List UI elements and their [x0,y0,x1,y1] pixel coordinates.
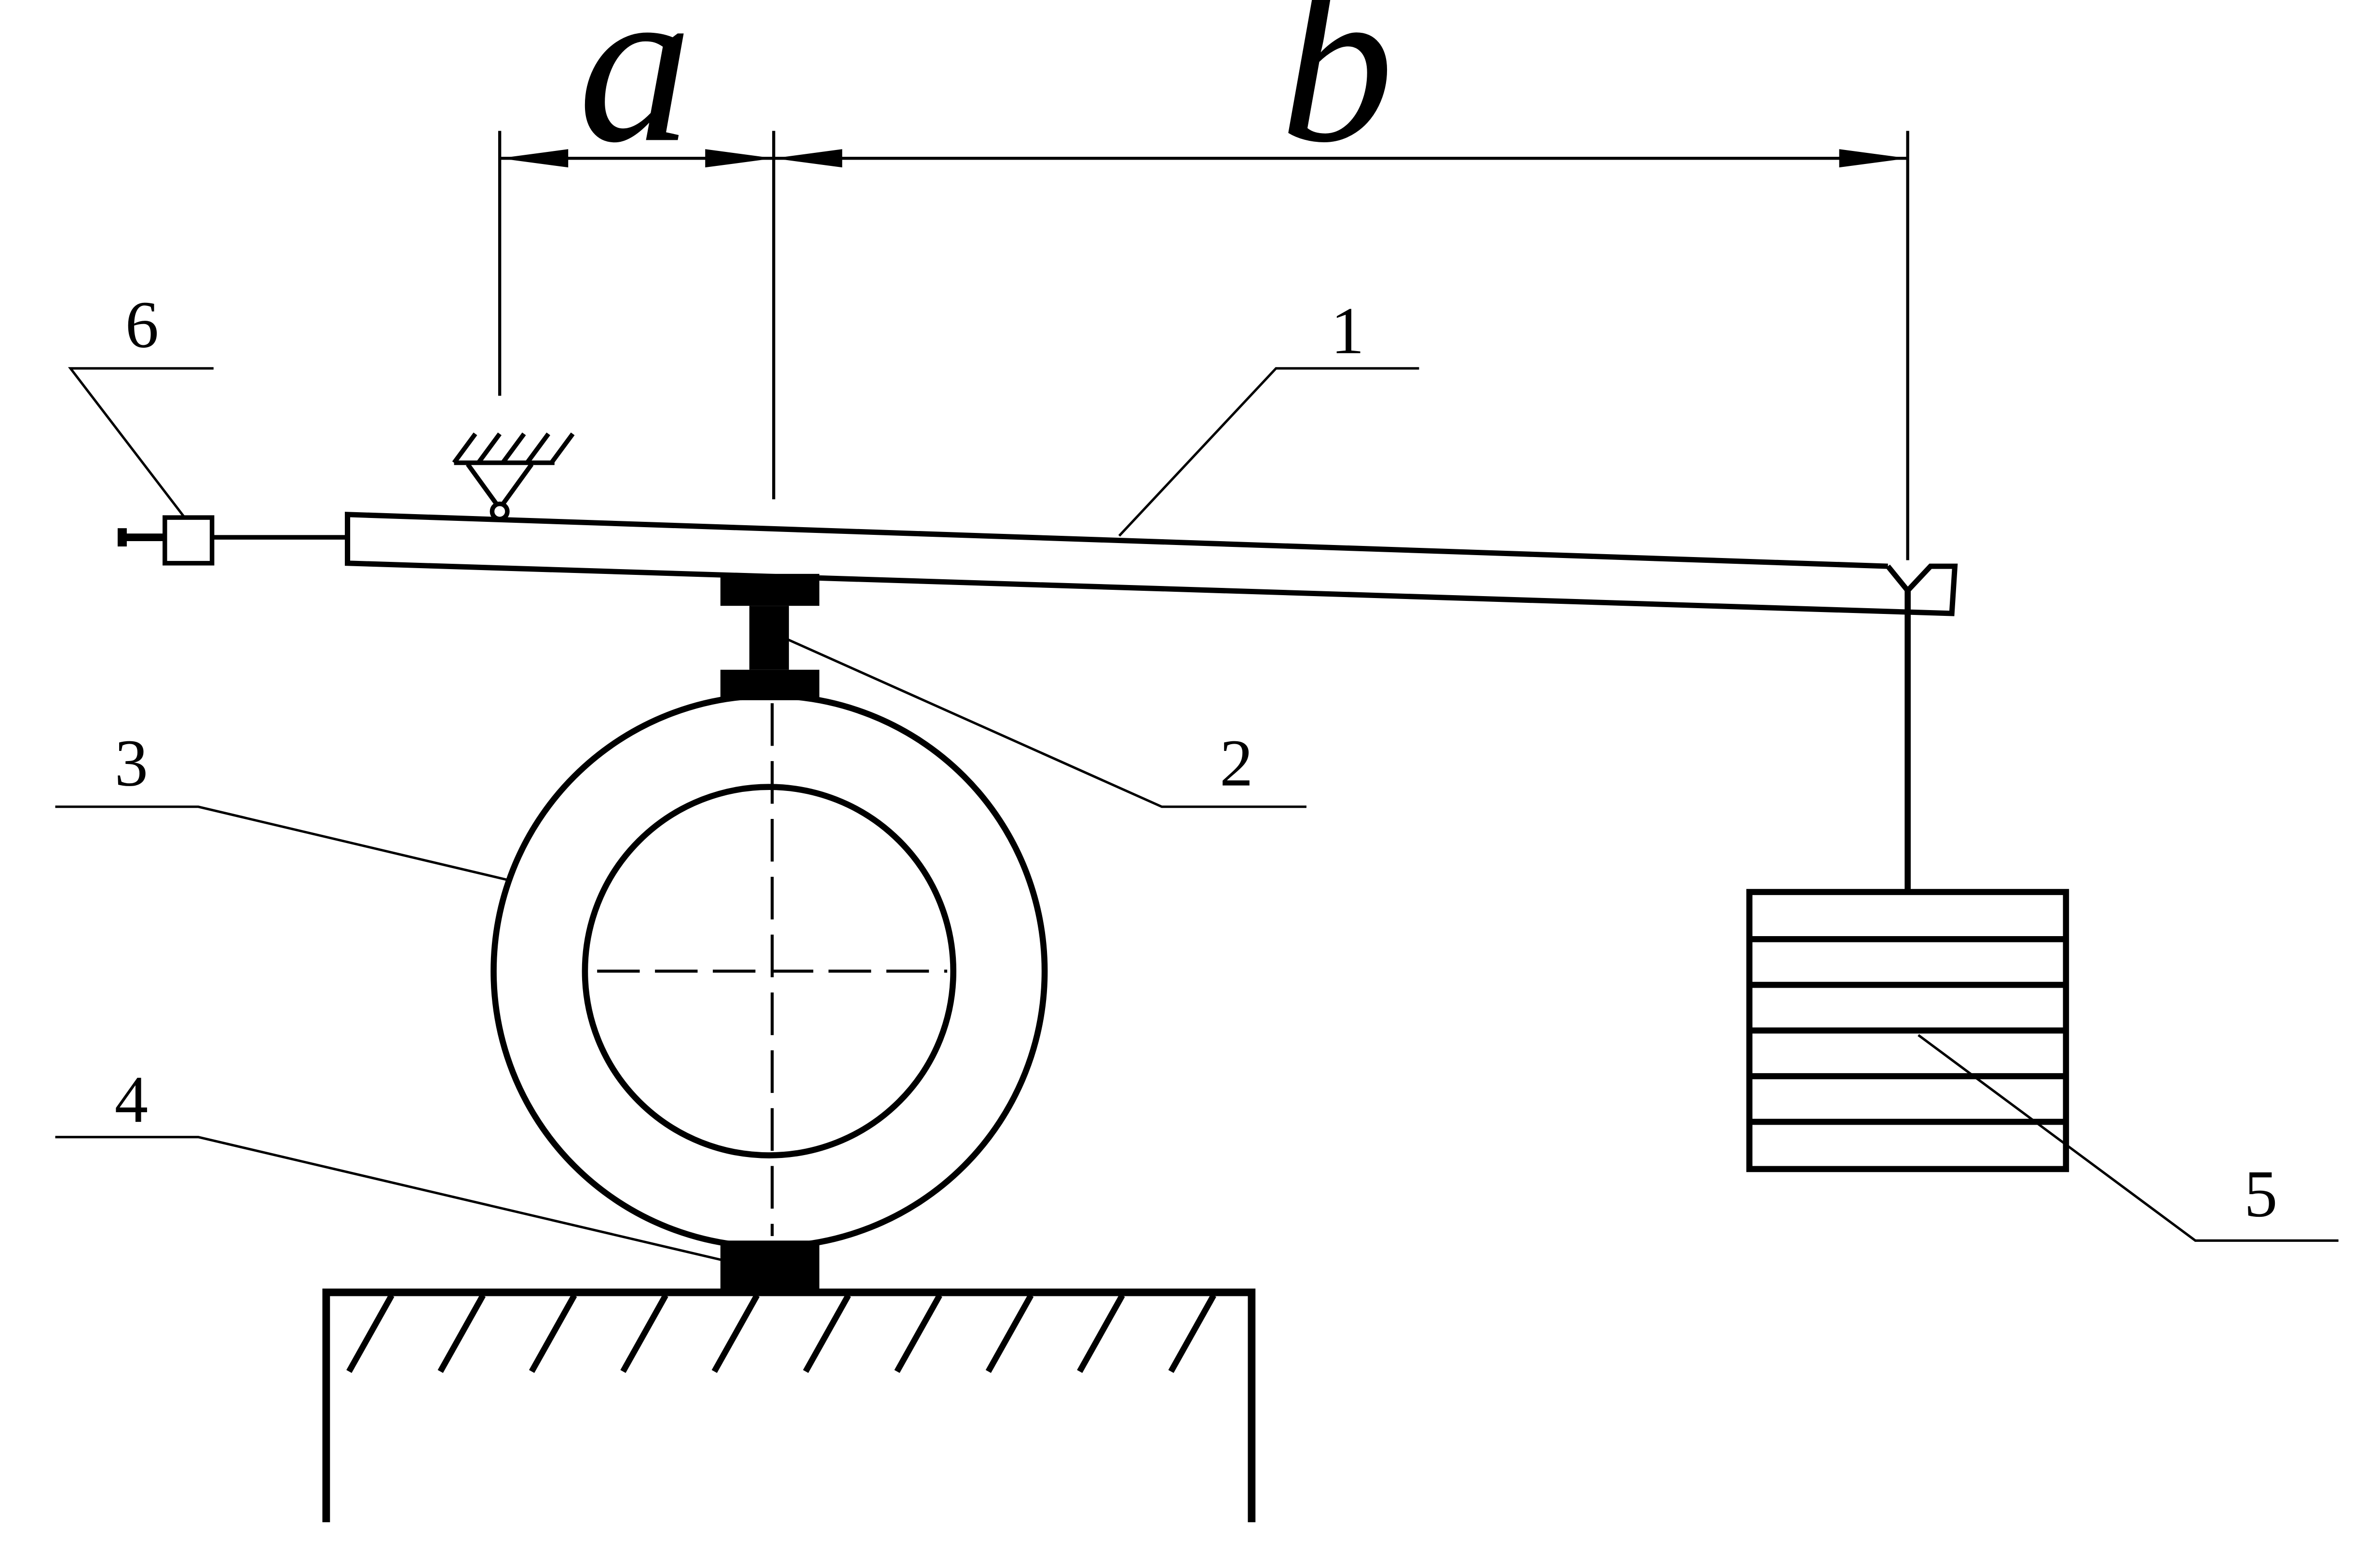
part-label-6: 6 [125,288,159,362]
pivot-hatch [549,432,575,464]
transfer-block-2 [720,573,819,700]
sensor-tip [117,528,127,547]
upper-pad [720,573,819,606]
pivot-hatch [452,432,477,464]
arrow-a-right [705,149,774,168]
dimension-label-a: a [578,0,693,190]
base-outline [322,1288,1256,1523]
sensor-body [163,515,215,566]
base-hatch [894,1293,942,1373]
lever-outline [345,512,1958,616]
ring-inner [582,784,957,1158]
lever-beam [345,512,1958,616]
leader-2 [787,638,1306,808]
dimension-lines [498,131,1909,560]
leader-5 [1918,1034,2339,1242]
part-label-2: 2 [1220,726,1253,801]
sensor-6 [117,515,348,566]
pivot-support [452,432,575,521]
ring-outer [490,693,1048,1250]
base-hatch [437,1293,486,1373]
pivot-hatch [476,432,502,464]
ring-specimen-3 [490,693,1048,1250]
base-hatch [711,1293,760,1373]
arrow-a-left [500,149,569,168]
base-hatch [529,1293,577,1373]
weight-stack-5 [1746,590,2069,1172]
base-hatch [1077,1293,1125,1373]
leader-3 [55,805,508,881]
pivot-hatch [501,432,526,464]
part-label-1: 1 [1331,294,1364,368]
arrow-b-left [774,149,843,168]
part-label-4: 4 [115,1062,148,1137]
base-ground [322,1288,1256,1523]
part-label-5: 5 [2244,1157,2277,1231]
pivot-hatch [525,432,550,464]
base-hatch [346,1293,394,1373]
bottom-pad-4 [720,1240,819,1293]
dimension-arrows [500,149,1908,168]
base-hatch [1168,1293,1216,1373]
base-hatch [985,1293,1034,1373]
leader-1 [1118,367,1419,537]
leader-6 [68,367,214,518]
part-label-3: 3 [115,726,148,801]
leader-lines [55,367,2339,1262]
dimension-label-b: b [1280,0,1394,190]
leader-4 [55,1136,724,1262]
block-neck [749,606,789,670]
arrow-b-right [1839,149,1908,168]
base-hatch [803,1293,851,1373]
base-hatch [620,1293,668,1373]
